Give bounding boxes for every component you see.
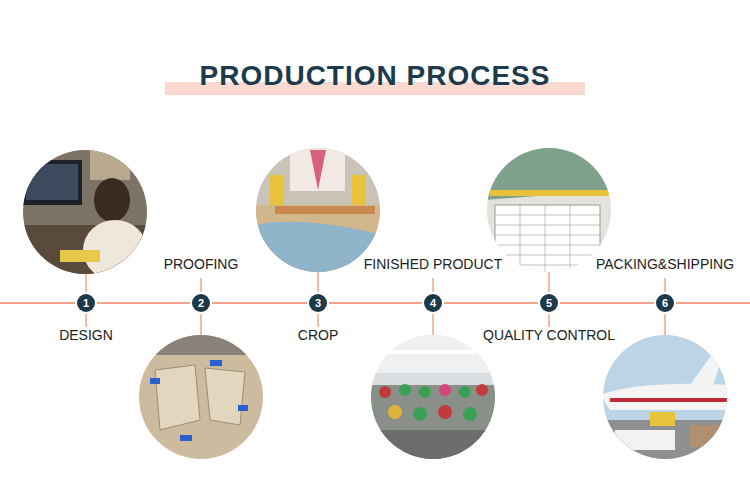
proofing-photo xyxy=(135,333,265,463)
step-label: QUALITY CONTROL xyxy=(481,327,617,343)
step-circle: 2PROOFING xyxy=(192,294,210,312)
step-circle: 5QUALITY CONTROL xyxy=(540,294,558,312)
step-circle: 4FINISHED PRODUCT xyxy=(424,294,442,312)
step-circle: 1DESIGN xyxy=(77,294,95,312)
shipping-photo xyxy=(600,333,731,465)
timeline-segment xyxy=(327,302,424,304)
step-number: 6 xyxy=(656,294,674,312)
page-title: PRODUCTION PROCESS xyxy=(0,58,750,94)
step-number: 4 xyxy=(424,294,442,312)
step-circle: 6PACKING&SHIPPING xyxy=(656,294,674,312)
step-number: 5 xyxy=(540,294,558,312)
timeline-segment xyxy=(558,302,656,304)
step-circle: 3CROP xyxy=(309,294,327,312)
step-label: CROP xyxy=(296,327,340,343)
design-photo xyxy=(20,148,150,285)
factory-photo xyxy=(369,333,499,465)
step-label: PROOFING xyxy=(162,256,241,272)
step-label: FINISHED PRODUCT xyxy=(362,256,504,272)
step-label: PACKING&SHIPPING xyxy=(594,256,736,272)
step-label: DESIGN xyxy=(57,327,115,343)
timeline-line xyxy=(673,302,750,304)
step-number: 3 xyxy=(309,294,327,312)
step-number: 1 xyxy=(77,294,95,312)
timeline-segment xyxy=(210,302,309,304)
step-number: 2 xyxy=(192,294,210,312)
timeline-line xyxy=(0,302,78,304)
tick-lines xyxy=(86,272,665,335)
timeline-segment xyxy=(442,302,540,304)
timeline-segment xyxy=(95,302,192,304)
